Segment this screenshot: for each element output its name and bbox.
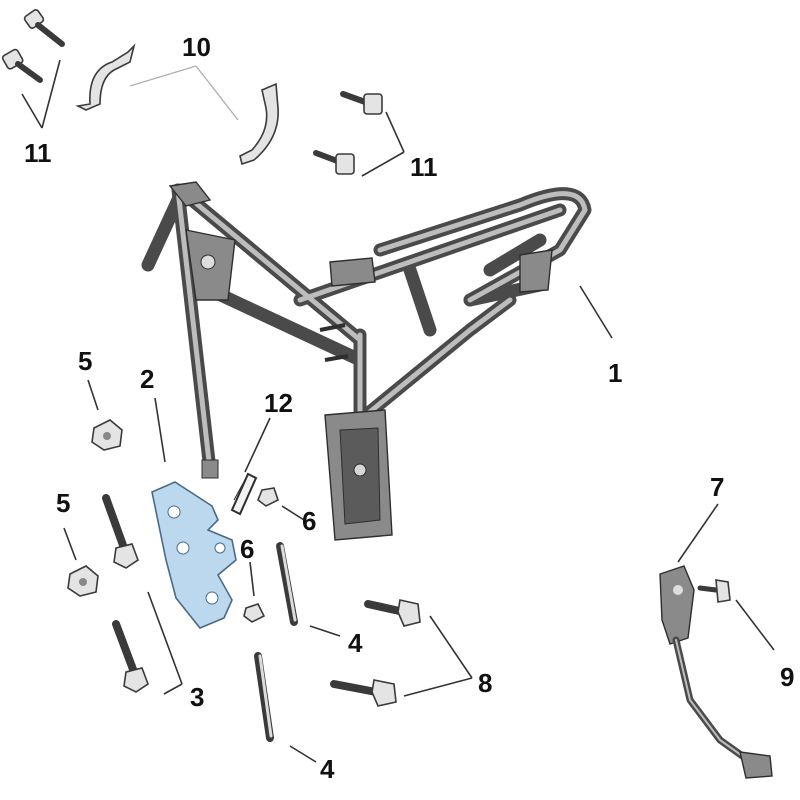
- bolt-11-top-right-b: [313, 150, 355, 175]
- callout-6-lower: 6: [240, 534, 254, 564]
- callout-12: 12: [264, 388, 293, 418]
- callout-4-upper: 4: [348, 628, 363, 658]
- bolt-3-upper: [102, 494, 139, 569]
- callout-10: 10: [182, 32, 211, 62]
- stud-4-lower: [254, 652, 274, 742]
- nut-5-upper: [91, 419, 123, 451]
- callout-9: 9: [780, 662, 794, 692]
- sleeve-12: [230, 472, 258, 516]
- spacer-6-right: [257, 487, 279, 507]
- engine-mount-plate-2: [151, 481, 237, 629]
- callout-5-upper: 5: [78, 346, 92, 376]
- callout-labels: 10 11 11 1 2 5 12 5 6 6 4 3 4 8 7 9: [24, 32, 794, 784]
- bolt-11-top-left-a: [23, 9, 65, 47]
- leader-lines: [21, 59, 775, 763]
- callout-11-left: 11: [24, 138, 52, 168]
- callout-4-lower: 4: [320, 754, 335, 784]
- bolt-11-top-right-a: [340, 91, 383, 115]
- bolt-8-lower: [330, 679, 397, 707]
- nut-5-lower: [67, 565, 99, 597]
- clamp-10-left: [75, 43, 136, 111]
- bolt-11-top-left-b: [1, 48, 43, 83]
- callout-5-lower: 5: [56, 488, 70, 518]
- callout-2: 2: [140, 364, 154, 394]
- callout-1: 1: [608, 358, 622, 388]
- callout-6-right: 6: [302, 506, 316, 536]
- spacer-6-lower: [243, 603, 266, 623]
- side-stand-7: [659, 565, 773, 779]
- callout-3: 3: [190, 682, 204, 712]
- bolt-9: [697, 579, 731, 603]
- callout-11-right: 11: [410, 152, 438, 182]
- main-frame: [141, 181, 592, 541]
- callout-7: 7: [710, 472, 724, 502]
- clamp-10-right: [239, 82, 279, 166]
- bolt-3-lower: [112, 620, 149, 693]
- callout-8: 8: [478, 668, 492, 698]
- stud-4-upper: [276, 542, 298, 626]
- bolt-8-upper: [364, 599, 421, 627]
